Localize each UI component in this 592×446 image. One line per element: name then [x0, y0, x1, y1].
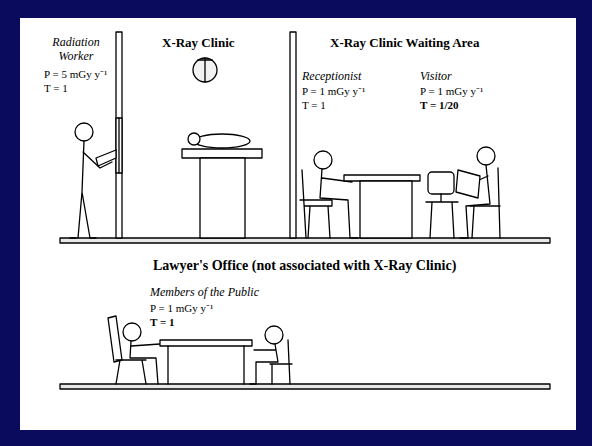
text-label: P = 1 mGy y⁻¹ — [302, 85, 365, 98]
client-chair — [270, 340, 292, 384]
receptionist-head — [314, 151, 332, 169]
wall — [116, 32, 122, 238]
text-label: Receptionist — [302, 70, 361, 84]
table-base — [200, 158, 245, 238]
chair-back — [428, 172, 454, 194]
newspaper — [456, 170, 480, 198]
text-label: T = 1/20 — [420, 99, 458, 112]
text-label: T = 1 — [302, 99, 326, 112]
chair — [426, 194, 458, 238]
text-label: P = 5 mGy y⁻¹ — [44, 68, 107, 81]
floor — [60, 238, 550, 243]
patient-head — [188, 133, 200, 145]
lawyer-body — [130, 341, 160, 384]
xray-tube — [193, 58, 217, 82]
client-head — [265, 326, 283, 344]
text-label: P = 1 mGy y⁻¹ — [420, 85, 483, 98]
window — [116, 118, 122, 173]
visitor-head — [477, 147, 495, 165]
text-label: P = 1 mGy y⁻¹ — [150, 302, 213, 315]
window-pane — [118, 118, 119, 173]
text-label: X-Ray Clinic — [162, 36, 235, 51]
text-label: Visitor — [420, 70, 452, 84]
desk-top — [344, 175, 420, 181]
text-label: Members of the Public — [150, 286, 259, 300]
worker-head — [75, 123, 93, 141]
wall — [290, 32, 296, 238]
office-table — [160, 340, 252, 346]
lawyer-chair — [116, 360, 146, 384]
receptionist-chair — [300, 170, 332, 238]
text-label: T = 1 — [44, 82, 68, 95]
lawyer-chair-back — [108, 316, 122, 362]
text-label: X-Ray Clinic Waiting Area — [330, 36, 479, 51]
text-label: Lawyer's Office (not associated with X-R… — [153, 258, 456, 274]
text-label: T = 1 — [150, 316, 174, 329]
desk — [360, 181, 412, 238]
text-label: Radiation Worker — [44, 36, 108, 64]
xray-table — [182, 149, 262, 158]
lawyer-head — [123, 323, 141, 341]
control-panel — [96, 150, 116, 166]
floor — [60, 384, 550, 389]
patient-body — [194, 134, 250, 148]
slide-panel — [20, 18, 576, 430]
